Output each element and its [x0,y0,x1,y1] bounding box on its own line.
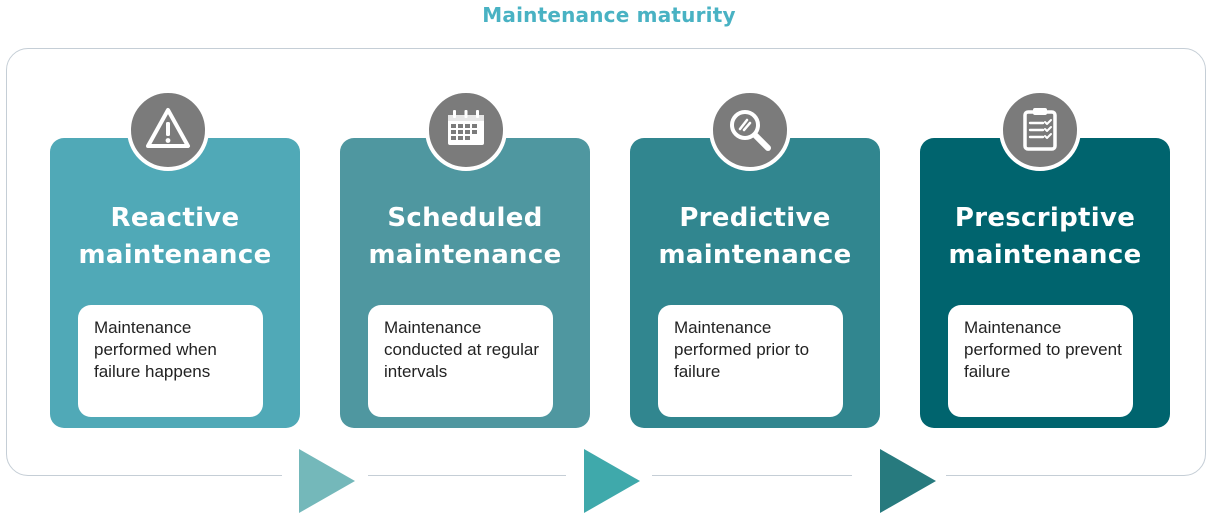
stage-title-line1: Reactive [110,203,240,233]
clipboard-checklist-icon [999,89,1081,171]
calendar-icon [425,89,507,171]
stage-title-line1: Scheduled [387,203,543,233]
stage-title-line2: maintenance [948,240,1142,270]
stage-card-scheduled: Scheduled maintenance Maintenance conduc… [340,138,590,428]
warning-triangle-icon [127,89,209,171]
stage-card-predictive: Predictive maintenance Maintenance perfo… [630,138,880,428]
stage-title-line2: maintenance [368,240,562,270]
stage-title-line1: Prescriptive [954,203,1136,233]
diagram-title: Maintenance maturity [482,3,736,27]
stage-card-prescriptive: Prescriptive maintenance Maintenance per… [920,138,1170,428]
stage-description: Maintenance performed when failure happe… [78,305,263,417]
stage-card-reactive: Reactive maintenance Maintenance perform… [50,138,300,428]
stage-title: Reactive maintenance [50,200,300,274]
stage-title: Prescriptive maintenance [920,200,1170,274]
stage-title: Scheduled maintenance [340,200,590,274]
stage-description: Maintenance performed prior to failure [658,305,843,417]
progress-arrow-2 [584,449,640,513]
stage-title-line2: maintenance [658,240,852,270]
stage-description: Maintenance conducted at regular interva… [368,305,553,417]
stage-title-line1: Predictive [679,203,831,233]
progress-arrow-3 [880,449,936,513]
stage-description: Maintenance performed to prevent failure [948,305,1133,417]
stage-title: Predictive maintenance [630,200,880,274]
progress-arrow-1 [299,449,355,513]
magnifier-icon [709,89,791,171]
stage-title-line2: maintenance [78,240,272,270]
